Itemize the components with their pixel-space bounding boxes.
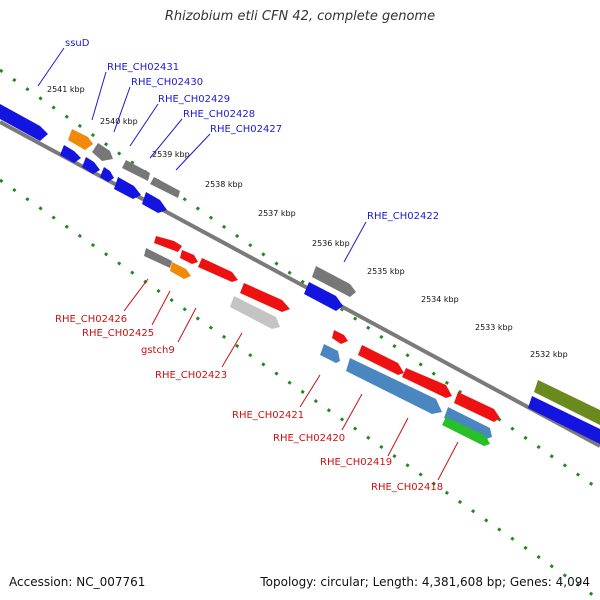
outer-tick-rail [0, 68, 600, 492]
gene-rev-steel-a[interactable] [320, 344, 340, 363]
gene-label-rhe-ch02429[interactable]: RHE_CH02429 [158, 94, 230, 105]
leader-line [151, 290, 171, 326]
tick-label: 2539 kbp [152, 150, 190, 159]
leader-line [129, 103, 159, 147]
gene-label-rhe-ch02425[interactable]: RHE_CH02425 [82, 328, 154, 339]
gene-fwd-small-d[interactable] [142, 192, 167, 213]
gene-blue-2532[interactable] [528, 396, 600, 444]
gene-rev-red-a[interactable] [198, 258, 238, 282]
gene-label-gstch9[interactable]: gstch9 [141, 345, 175, 356]
gene-label-rhe-ch02421[interactable]: RHE_CH02421 [232, 410, 304, 421]
accession-text: Accession: NC_007761 [9, 575, 146, 589]
leader-line [221, 332, 243, 368]
gene-label-rhe-ch02431[interactable]: RHE_CH02431 [107, 62, 179, 73]
gene-rhe-ch02427[interactable] [114, 177, 141, 199]
tick-label: 2538 kbp [205, 180, 243, 189]
gene-rhe-ch02418[interactable] [442, 417, 490, 446]
leader-line [123, 278, 149, 312]
reverse-genes [144, 236, 500, 446]
gene-rhe-ch02428[interactable] [150, 177, 180, 198]
leader-line [175, 133, 211, 171]
tick-label: 2540 kbp [100, 117, 138, 126]
gene-rhe-ch02426[interactable] [154, 236, 182, 252]
reverse-gene-label-text: RHE_CH02426 RHE_CH02425 gstch9 RHE_CH024… [55, 314, 443, 493]
gene-rhe-ch02423[interactable] [230, 296, 280, 329]
leader-line [341, 393, 363, 431]
gene-rhe-ch02419[interactable] [454, 392, 500, 422]
leader-line [437, 441, 459, 481]
leader-line [149, 118, 183, 159]
leader-line [343, 221, 367, 263]
leader-line [113, 86, 131, 133]
forward-gene-labels [37, 47, 367, 263]
tick-label: 2532 kbp [530, 350, 568, 359]
inner-tick-rail [0, 178, 600, 600]
gene-rev-steel-c[interactable] [444, 407, 492, 439]
gene-label-rhe-ch02430[interactable]: RHE_CH02430 [131, 77, 203, 88]
forward-genes [0, 104, 600, 444]
genome-backbone [0, 120, 600, 448]
gene-label-rhe-ch02423[interactable]: RHE_CH02423 [155, 370, 227, 381]
gene-fwd-small-a[interactable] [60, 145, 81, 163]
tick-labels: 2541 kbp 2540 kbp 2539 kbp 2538 kbp 2537… [47, 85, 568, 359]
tick-label: 2533 kbp [475, 323, 513, 332]
gene-rev-red-c[interactable] [402, 368, 452, 398]
gene-label-rhe-ch02426[interactable]: RHE_CH02426 [55, 314, 127, 325]
gene-olive-2532[interactable] [534, 380, 600, 425]
gene-rev-grey[interactable] [144, 248, 172, 268]
page-title: Rhizobium etli CFN 42, complete genome [164, 9, 436, 24]
gene-fwd-small-b[interactable] [82, 157, 100, 174]
leader-line [37, 47, 65, 87]
gene-ssud[interactable] [0, 104, 48, 141]
tick-label: 2534 kbp [421, 295, 459, 304]
leader-line [387, 417, 409, 457]
genome-summary-text: Topology: circular; Length: 4,381,608 bp… [260, 575, 590, 589]
gene-fwd-small-c[interactable] [100, 167, 114, 182]
gene-rhe-ch02422[interactable] [312, 266, 356, 297]
gene-fwd-2535[interactable] [304, 282, 343, 311]
gene-rhe-ch02429[interactable] [122, 160, 150, 181]
forward-gene-label-text: ssuD RHE_CH02431 RHE_CH02430 RHE_CH02429… [65, 38, 439, 222]
leader-line [91, 71, 107, 121]
gene-label-rhe-ch02420[interactable]: RHE_CH02420 [273, 433, 345, 444]
leader-line [299, 374, 321, 408]
leader-line [177, 307, 197, 343]
tick-label: 2541 kbp [47, 85, 85, 94]
tick-label: 2535 kbp [367, 267, 405, 276]
reverse-gene-labels [123, 278, 459, 481]
gene-rhe-ch02431[interactable] [68, 129, 93, 150]
gene-gstch9[interactable] [170, 262, 191, 279]
gene-rhe-ch02425[interactable] [180, 250, 198, 264]
gene-label-rhe-ch02428[interactable]: RHE_CH02428 [183, 109, 255, 120]
gene-label-rhe-ch02427[interactable]: RHE_CH02427 [210, 124, 282, 135]
gene-label-rhe-ch02419[interactable]: RHE_CH02419 [320, 457, 392, 468]
gene-rhe-ch02430[interactable] [92, 143, 113, 161]
tick-label: 2537 kbp [258, 209, 296, 218]
gene-label-rhe-ch02418[interactable]: RHE_CH02418 [371, 482, 443, 493]
gene-label-ssud[interactable]: ssuD [65, 38, 90, 49]
gene-rhe-ch02421[interactable] [332, 330, 348, 344]
gene-rev-red-b[interactable] [240, 283, 290, 312]
tick-label: 2536 kbp [312, 239, 350, 248]
gene-rev-steel-b[interactable] [346, 358, 442, 414]
gene-rhe-ch02420[interactable] [358, 345, 404, 375]
gene-label-rhe-ch02422[interactable]: RHE_CH02422 [367, 211, 439, 222]
